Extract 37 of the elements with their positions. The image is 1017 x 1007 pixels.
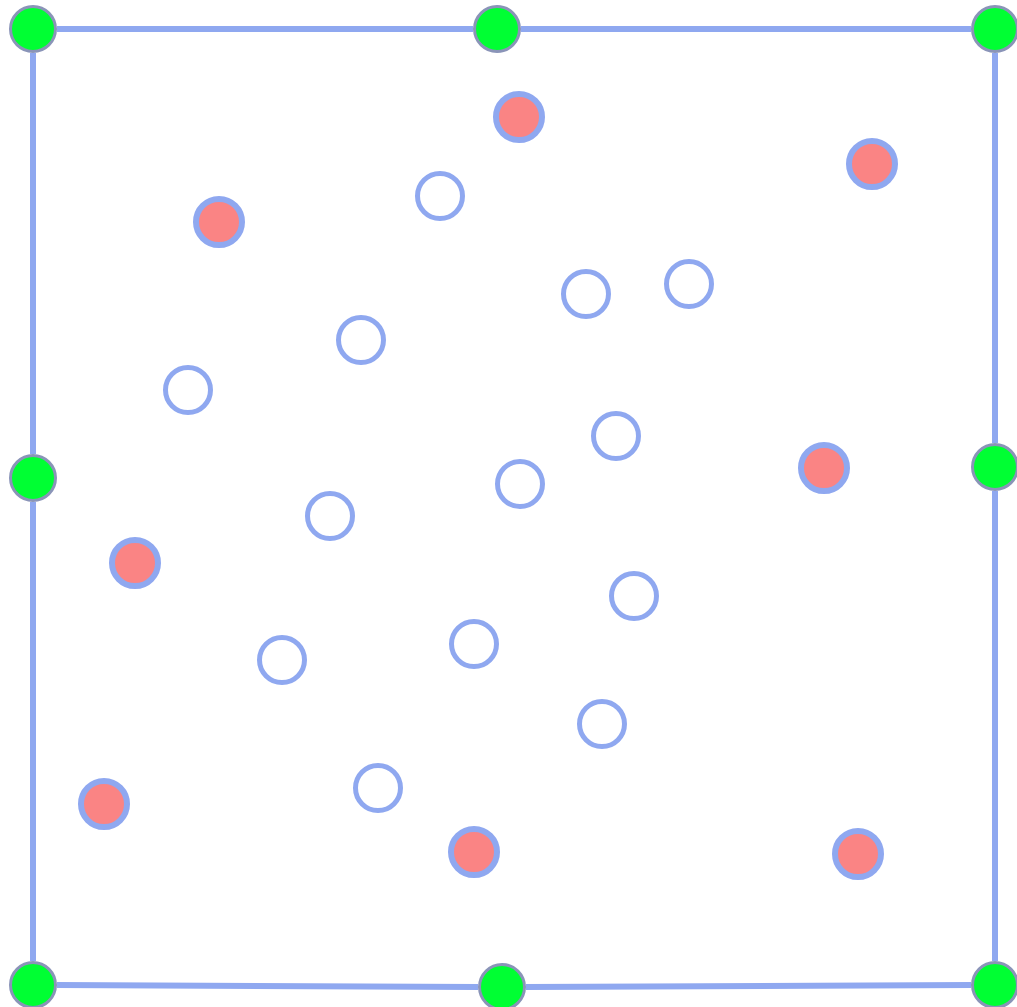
junction-dot	[9, 961, 57, 1007]
connector-line	[992, 491, 998, 961]
connector-line	[57, 26, 473, 32]
hollow-circle	[609, 571, 659, 621]
connector-line	[526, 982, 971, 990]
connector-line	[992, 53, 998, 443]
connector-line	[30, 53, 36, 454]
filled-circle	[109, 537, 161, 589]
hollow-circle	[257, 635, 307, 685]
filled-circle	[832, 828, 884, 880]
hollow-circle	[495, 459, 545, 509]
junction-dot	[473, 5, 521, 53]
junction-dot	[478, 963, 526, 1007]
hollow-circle	[577, 699, 627, 749]
hollow-circle	[353, 763, 403, 813]
junction-dot	[971, 5, 1017, 53]
connector-line	[30, 502, 36, 961]
hollow-circle	[305, 491, 355, 541]
junction-dot	[971, 443, 1017, 491]
filled-circle	[78, 778, 130, 830]
hollow-circle	[336, 315, 386, 365]
hollow-circle	[163, 365, 213, 415]
hollow-circle	[449, 619, 499, 669]
filled-circle	[193, 196, 245, 248]
hollow-circle	[591, 411, 641, 461]
connector-line	[521, 26, 971, 32]
filled-circle	[448, 826, 500, 878]
junction-dot	[9, 454, 57, 502]
filled-circle	[846, 138, 898, 190]
connector-line	[57, 982, 478, 990]
junction-dot	[9, 5, 57, 53]
junction-dot	[971, 961, 1017, 1007]
filled-circle	[798, 442, 850, 494]
hollow-circle	[561, 269, 611, 319]
filled-circle	[493, 91, 545, 143]
hollow-circle	[664, 259, 714, 309]
hollow-circle	[415, 171, 465, 221]
